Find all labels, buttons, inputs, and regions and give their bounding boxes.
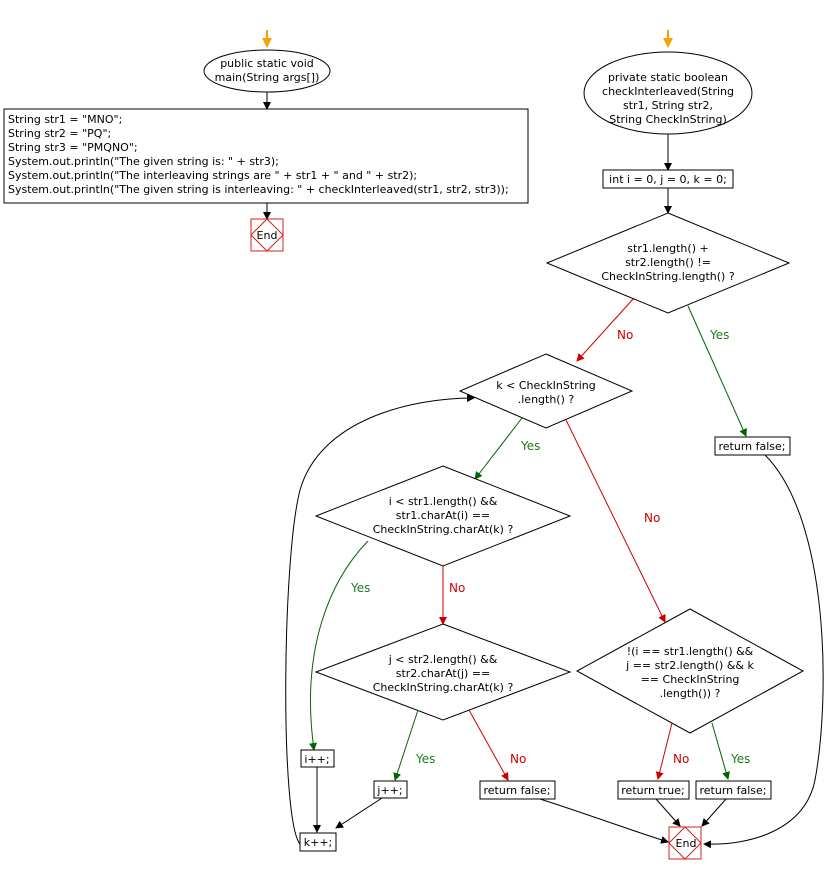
- method-entry-node: private static boolean checkInterleaved(…: [583, 51, 753, 135]
- decision-loop: k < CheckInString .length() ?: [458, 353, 634, 429]
- edge-inc-j-inc-k: [335, 797, 383, 829]
- method-entry-line4: String CheckInString): [609, 113, 727, 126]
- inc-j-label: j++;: [376, 784, 402, 797]
- main-end-node: End: [250, 218, 284, 252]
- init-label: int i = 0, j = 0, k = 0;: [609, 173, 727, 186]
- return-false-node-2: return false;: [479, 780, 556, 800]
- inc-k-label: k++;: [304, 836, 333, 849]
- cond-length-line1: str1.length() +: [627, 242, 708, 255]
- edge-return-true-end: [655, 798, 681, 827]
- return-true-node: return true;: [617, 780, 690, 800]
- code-line-1: String str1 = "MNO";: [8, 113, 122, 126]
- method-entry-line2: checkInterleaved(String: [602, 85, 734, 98]
- decision-length-check: str1.length() + str2.length() != CheckIn…: [545, 212, 791, 314]
- edge-loop-yes: [474, 417, 523, 480]
- inc-k-node: k++;: [299, 832, 337, 852]
- edge-loop-back: [285, 394, 475, 845]
- edge-j-no: [468, 709, 509, 781]
- edge-final-yes: [711, 722, 730, 780]
- cond-length-line3: CheckInString.length() ?: [601, 270, 735, 283]
- edge-length-no: [576, 297, 635, 362]
- cond-j-line2: str2.charAt(j) ==: [396, 667, 491, 680]
- return-false-1-label: return false;: [718, 440, 785, 453]
- yes-label-final: Yes: [730, 752, 750, 766]
- method-entry-line1: private static boolean: [608, 71, 728, 84]
- code-line-2: String str2 = "PQ";: [8, 127, 111, 140]
- code-line-5: System.out.println("The interleaving str…: [8, 169, 417, 182]
- cond-i-line2: str1.charAt(i) ==: [396, 509, 491, 522]
- edge-length-yes: [687, 305, 747, 437]
- no-label-loop: No: [644, 511, 660, 525]
- decision-i: i < str1.length() && str1.charAt(i) == C…: [314, 465, 572, 567]
- cond-j-line3: CheckInString.charAt(k) ?: [373, 681, 514, 694]
- yes-label-loop: Yes: [520, 439, 540, 453]
- main-entry-line1: public static void: [220, 57, 314, 70]
- init-node: int i = 0, j = 0, k = 0;: [602, 169, 734, 189]
- yes-label-j: Yes: [415, 752, 435, 766]
- cond-final-line4: .length()) ?: [660, 687, 721, 700]
- edge-loop-no: [565, 419, 666, 623]
- edge-return-false-3-end: [701, 798, 727, 827]
- code-line-3: String str3 = "PMQNO";: [8, 141, 138, 154]
- inc-j-node: j++;: [373, 780, 408, 799]
- edge-j-yes: [393, 709, 419, 781]
- no-label-final: No: [673, 752, 689, 766]
- edge-return-false-2-end: [539, 798, 669, 844]
- return-false-3-label: return false;: [699, 784, 766, 797]
- method-end-label: End: [676, 837, 697, 850]
- no-label-j: No: [510, 752, 526, 766]
- main-end-label: End: [257, 229, 278, 242]
- no-label-length: No: [617, 328, 633, 342]
- edge-i-yes: [309, 540, 369, 751]
- method-end-node: End: [668, 826, 702, 860]
- cond-length-line2: str2.length() !=: [625, 256, 711, 269]
- edge-return-false-1-end: [703, 454, 824, 849]
- inc-i-node: i++;: [300, 749, 335, 768]
- yes-label-i: Yes: [350, 581, 370, 595]
- cond-final-line1: !(i == str1.length() &&: [627, 645, 754, 658]
- decision-final: !(i == str1.length() && j == str2.length…: [575, 608, 805, 734]
- main-entry-node: public static void main(String args[]): [203, 49, 331, 93]
- cond-final-line3: == CheckInString: [641, 673, 740, 686]
- cond-loop-line1: k < CheckInString: [496, 379, 595, 392]
- cond-final-line2: j == str2.length() && k: [625, 659, 754, 672]
- return-false-2-label: return false;: [483, 784, 550, 797]
- cond-i-line3: CheckInString.charAt(k) ?: [373, 523, 514, 536]
- code-line-4: System.out.println("The given string is:…: [8, 155, 279, 168]
- return-false-node-1: return false;: [714, 436, 791, 456]
- main-code-block: String str1 = "MNO"; String str2 = "PQ";…: [3, 108, 529, 204]
- cond-i-line1: i < str1.length() &&: [389, 495, 498, 508]
- cond-j-line1: j < str2.length() &&: [388, 653, 498, 666]
- method-entry-line3: str1, String str2,: [623, 99, 713, 112]
- decision-j: j < str2.length() && str2.charAt(j) == C…: [314, 623, 572, 721]
- return-false-node-3: return false;: [695, 780, 772, 800]
- no-label-i: No: [449, 581, 465, 595]
- yes-label-length: Yes: [709, 328, 729, 342]
- inc-i-label: i++;: [304, 753, 329, 766]
- return-true-label: return true;: [621, 784, 684, 797]
- cond-loop-line2: .length() ?: [518, 393, 575, 406]
- main-entry-line2: main(String args[]): [215, 71, 320, 84]
- edge-final-no: [655, 722, 673, 780]
- code-line-6: System.out.println("The given string is …: [8, 183, 509, 196]
